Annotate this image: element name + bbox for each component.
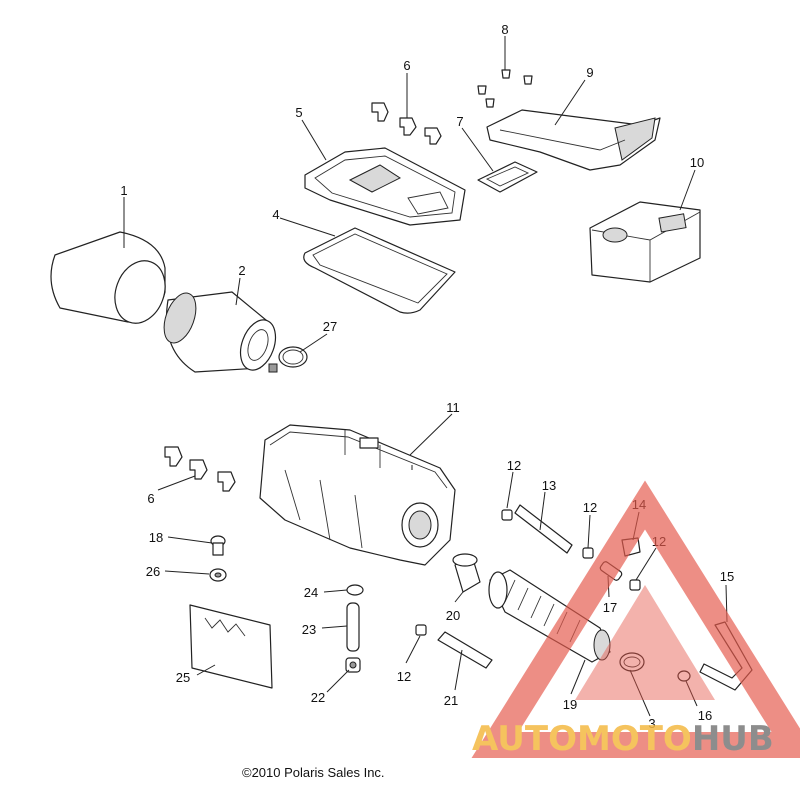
callout-16: 16 [698,708,712,723]
watermark-text-hub: HUB [692,719,774,759]
callout-12-d: 12 [397,669,411,684]
callout-2: 2 [238,263,245,278]
part-23-drain-tube [346,602,360,652]
callout-7: 7 [456,114,463,129]
callout-20: 20 [446,608,460,623]
callout-22: 22 [311,690,325,705]
callout-25: 25 [176,670,190,685]
part-3-clamp [619,652,645,672]
callout-3: 3 [648,716,655,731]
part-16-small-clamp [677,670,691,682]
part-10-foam-block [589,201,701,283]
watermark-text-moto: MOTO [577,719,692,759]
callout-26: 26 [146,564,160,579]
part-11-airbox-base [259,424,456,566]
watermark-triangle-inner [575,585,715,700]
callout-12-b: 12 [583,500,597,515]
callout-6-lower: 6 [147,491,154,506]
callout-5: 5 [295,105,302,120]
part-22-drain-valve [345,657,361,673]
callout-18: 18 [149,530,163,545]
part-4-gasket [303,227,456,314]
callout-27: 27 [323,319,337,334]
part-12-caps [415,509,641,636]
callout-1: 1 [120,183,127,198]
part-18-grommet [210,535,226,556]
watermark-logo: AUTOMOTOHUB [471,480,800,759]
callout-10: 10 [690,155,704,170]
callout-9: 9 [586,65,593,80]
callout-21: 21 [444,693,458,708]
callout-11: 11 [446,400,460,415]
part-25-baffle-plate [189,604,273,689]
part-8-screws [477,69,533,108]
part-5-airbox-lid [304,147,466,226]
callout-12-a: 12 [507,458,521,473]
callout-15: 15 [720,569,734,584]
part-24-clip [346,584,364,596]
leader-lines [123,36,728,717]
part-7-cover-plate [477,161,538,193]
callout-4: 4 [272,207,279,222]
part-19-boot [488,569,611,663]
callout-8: 8 [501,22,508,37]
part-2-filter-element [163,291,277,373]
part-13-tube [514,504,573,554]
watermark-triangle-outer [471,480,800,758]
part-6-elbow-fittings-lower [164,446,236,492]
callout-13: 13 [542,478,556,493]
callout-23: 23 [302,622,316,637]
part-1-prefilter [50,231,166,324]
part-9-intake-duct [486,109,661,171]
watermark-text-auto: AUTO [472,719,577,759]
callout-19: 19 [563,697,577,712]
part-26-washer [209,568,227,582]
copyright-text: ©2010 Polaris Sales Inc. [242,765,385,780]
callout-6-top: 6 [403,58,410,73]
callout-17: 17 [603,600,617,615]
callout-24: 24 [304,585,318,600]
svg-text:AUTOMOTOHUB: AUTOMOTOHUB [472,719,774,759]
part-21-hose [437,631,493,669]
part-20-coupler [452,553,481,593]
part-6-elbow-fittings-top [371,102,442,145]
